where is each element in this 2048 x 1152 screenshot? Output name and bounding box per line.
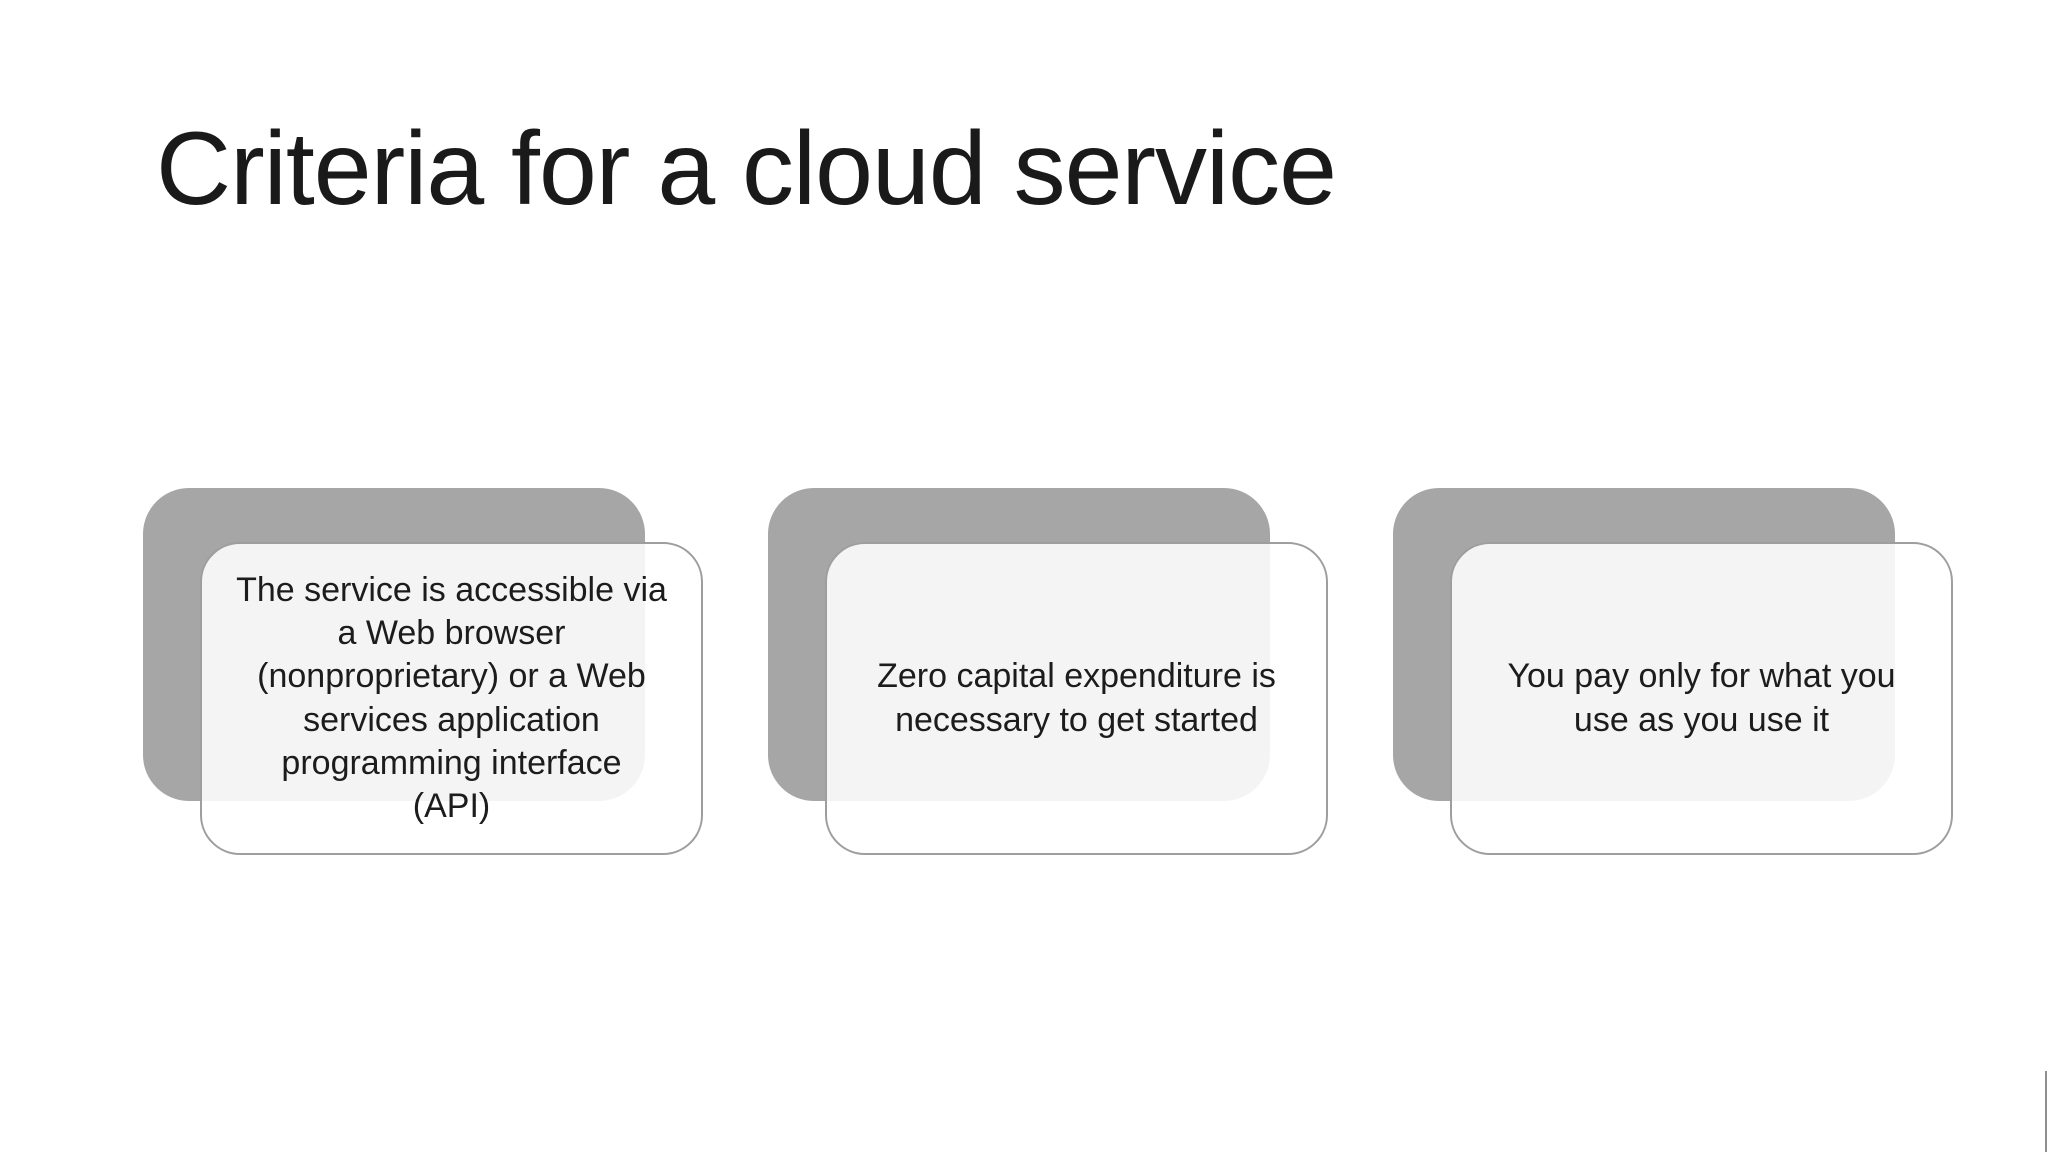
slide-title: Criteria for a cloud service — [156, 111, 1337, 227]
right-edge-line — [2045, 1071, 2047, 1152]
card-front-panel: Zero capital expenditure is necessary to… — [825, 542, 1328, 855]
card-zero-capex: Zero capital expenditure is necessary to… — [768, 488, 1333, 860]
card-web-accessible: The service is accessible via a Web brow… — [143, 488, 708, 860]
card-front-panel: The service is accessible via a Web brow… — [200, 542, 703, 855]
card-text-pay-per-use: You pay only for what you use as you use… — [1507, 657, 1896, 739]
card-text-web-accessible: The service is accessible via a Web brow… — [236, 570, 667, 825]
card-text-zero-capex: Zero capital expenditure is necessary to… — [877, 657, 1276, 739]
card-front-panel: You pay only for what you use as you use… — [1450, 542, 1953, 855]
card-pay-per-use: You pay only for what you use as you use… — [1393, 488, 1958, 860]
